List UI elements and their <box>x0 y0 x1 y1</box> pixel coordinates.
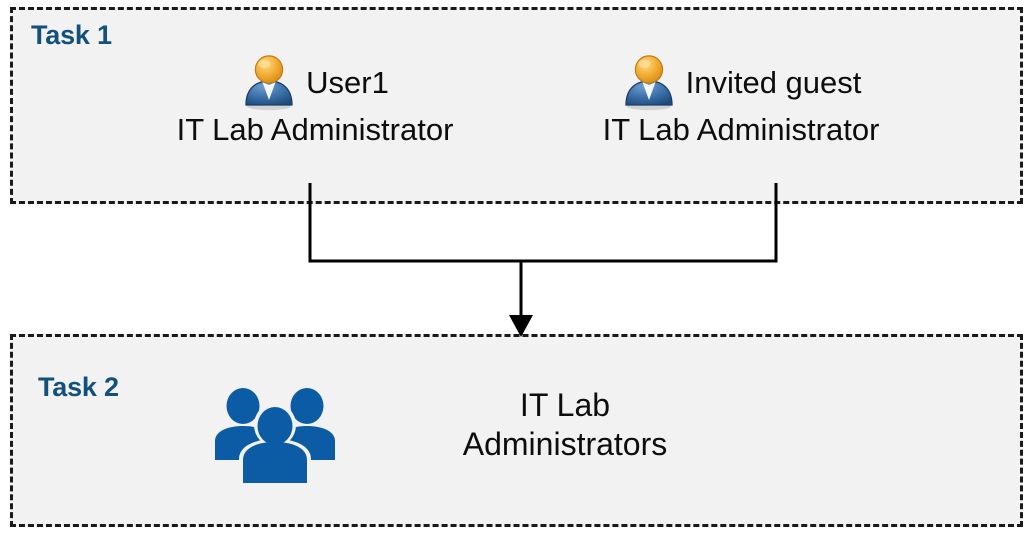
person-invited-guest-row: Invited guest <box>533 52 949 112</box>
task-1-container <box>10 7 1023 204</box>
person-invited-guest-name: Invited guest <box>685 64 862 100</box>
person-user1-role: IT Lab Administrator <box>176 112 454 147</box>
user-group-icon <box>215 388 335 484</box>
group-name-line-1: IT Lab <box>519 387 611 423</box>
person-invited-guest-role: IT Lab Administrator <box>602 112 880 147</box>
task-2-container <box>10 334 1023 527</box>
person-user1-name: User1 <box>306 64 389 100</box>
person-card-invited-guest: Invited guest IT Lab Administrator <box>533 52 949 147</box>
group-name-line-2: Administrators <box>462 426 668 463</box>
task-2-label: Task 2 <box>38 372 119 402</box>
person-card-user1: User1 IT Lab Administrator <box>125 52 505 147</box>
person-user1-row: User1 <box>125 52 505 112</box>
group-name-label: IT Lab Administrators <box>405 386 725 465</box>
single-user-icon <box>624 55 673 111</box>
single-user-icon <box>245 55 293 111</box>
task-1-label: Task 1 <box>31 20 112 50</box>
